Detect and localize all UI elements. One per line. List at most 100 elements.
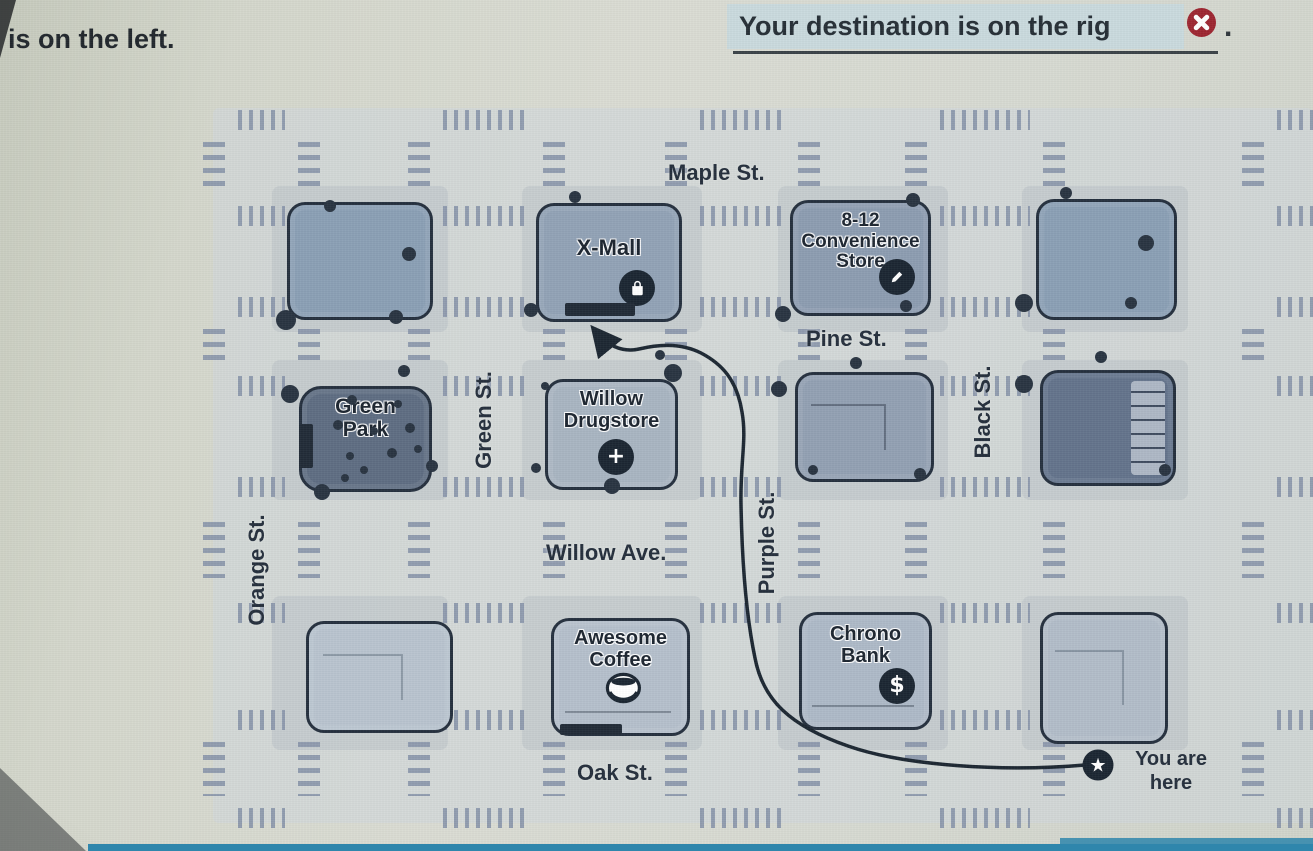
crosswalk-marks <box>203 742 225 796</box>
tree-dot <box>906 193 920 207</box>
tree-dot <box>541 382 549 390</box>
tree-dot <box>524 303 538 317</box>
block-d2 <box>1040 370 1176 486</box>
crosswalk-marks <box>1242 742 1264 796</box>
tree-dot <box>1060 187 1072 199</box>
crosswalk-marks <box>443 477 530 497</box>
crosswalk-marks <box>238 808 285 828</box>
answer-input[interactable]: Your destination is on the rig <box>727 4 1184 49</box>
tree-dot <box>346 452 354 460</box>
tree-dot <box>324 200 336 212</box>
tree-dot <box>314 484 330 500</box>
street-label-purple-st: Purple St. <box>754 491 779 595</box>
screen-edge-strip <box>88 844 1313 851</box>
tree-dot <box>604 478 620 494</box>
tree-dot <box>360 466 368 474</box>
tree-dot <box>1138 235 1154 251</box>
building-detail-bar <box>299 424 313 468</box>
crosswalk-marks <box>1242 142 1264 194</box>
crosswalk-marks <box>298 142 320 194</box>
crosswalk-marks <box>1242 522 1264 578</box>
x-mall: X-Mall <box>536 203 682 322</box>
crosswalk-marks <box>238 206 285 226</box>
crosswalk-marks <box>798 742 820 796</box>
tree-dot <box>402 247 416 261</box>
crosswalk-marks <box>700 110 785 130</box>
crosswalk-marks <box>940 206 1030 226</box>
tree-dot <box>426 460 438 472</box>
building-detail-bar <box>560 724 622 735</box>
street-label-willow-ave: Willow Ave. <box>546 540 667 565</box>
crosswalk-marks <box>905 522 927 578</box>
tree-dot <box>900 300 912 312</box>
crosswalk-marks <box>665 142 687 194</box>
crosswalk-marks <box>940 603 1030 623</box>
tree-dot <box>333 420 343 430</box>
crosswalk-marks <box>1277 110 1313 130</box>
crosswalk-marks <box>543 522 565 578</box>
crosswalk-marks <box>443 110 530 130</box>
tree-dot <box>341 474 349 482</box>
crosswalk-marks <box>1277 297 1313 317</box>
crosswalk-marks <box>940 710 1030 730</box>
crosswalk-marks <box>298 742 320 796</box>
tree-dot <box>347 395 357 405</box>
crosswalk-marks <box>203 142 225 194</box>
you-are-here-star-icon: ★ <box>1082 749 1114 781</box>
tree-dot <box>1095 351 1107 363</box>
crosswalk-marks <box>700 603 785 623</box>
crosswalk-marks <box>665 742 687 796</box>
crosswalk-marks <box>1043 142 1065 194</box>
tree-dot <box>569 191 581 203</box>
street-label-green-st: Green St. <box>471 371 496 469</box>
crosswalk-marks <box>700 206 785 226</box>
street-label-black-st: Black St. <box>970 365 995 459</box>
crosswalk-marks <box>408 742 430 796</box>
error-x-icon <box>1186 7 1217 38</box>
crosswalk-marks <box>1277 376 1313 396</box>
dollar-icon: $ <box>879 668 915 704</box>
answer-text: Your destination is on the rig <box>739 11 1111 41</box>
crosswalk-marks <box>203 329 225 364</box>
pen-icon <box>879 259 915 295</box>
tree-dot <box>370 427 378 435</box>
tree-dot <box>281 385 299 403</box>
tree-dot <box>914 468 926 480</box>
block-nw <box>287 202 433 320</box>
crosswalk-marks <box>443 808 530 828</box>
crosswalk-marks <box>408 142 430 194</box>
tree-dot <box>276 310 296 330</box>
crosswalk-marks <box>700 808 785 828</box>
crosswalk-marks <box>1277 808 1313 828</box>
crosswalk-marks <box>443 603 530 623</box>
block-se <box>1040 612 1168 744</box>
crosswalk-marks <box>940 477 1030 497</box>
crosswalk-marks <box>238 603 285 623</box>
crosswalk-marks <box>443 376 530 396</box>
crosswalk-marks <box>238 710 285 730</box>
tree-dot <box>389 310 403 324</box>
plus-icon: + <box>598 439 634 475</box>
tree-dot <box>664 364 682 382</box>
crosswalk-marks <box>298 522 320 578</box>
tree-dot <box>850 357 862 369</box>
tree-dot <box>808 465 818 475</box>
crosswalk-marks <box>1043 742 1065 796</box>
crosswalk-marks <box>1277 710 1313 730</box>
tree-dot <box>771 381 787 397</box>
crosswalk-marks <box>905 329 927 364</box>
tree-dot <box>398 365 410 377</box>
crosswalk-marks <box>940 110 1030 130</box>
crosswalk-marks <box>408 329 430 364</box>
crosswalk-marks <box>1043 329 1065 364</box>
sentence-period: . <box>1224 10 1233 43</box>
crosswalk-marks <box>238 376 285 396</box>
tree-dot <box>1159 464 1171 476</box>
